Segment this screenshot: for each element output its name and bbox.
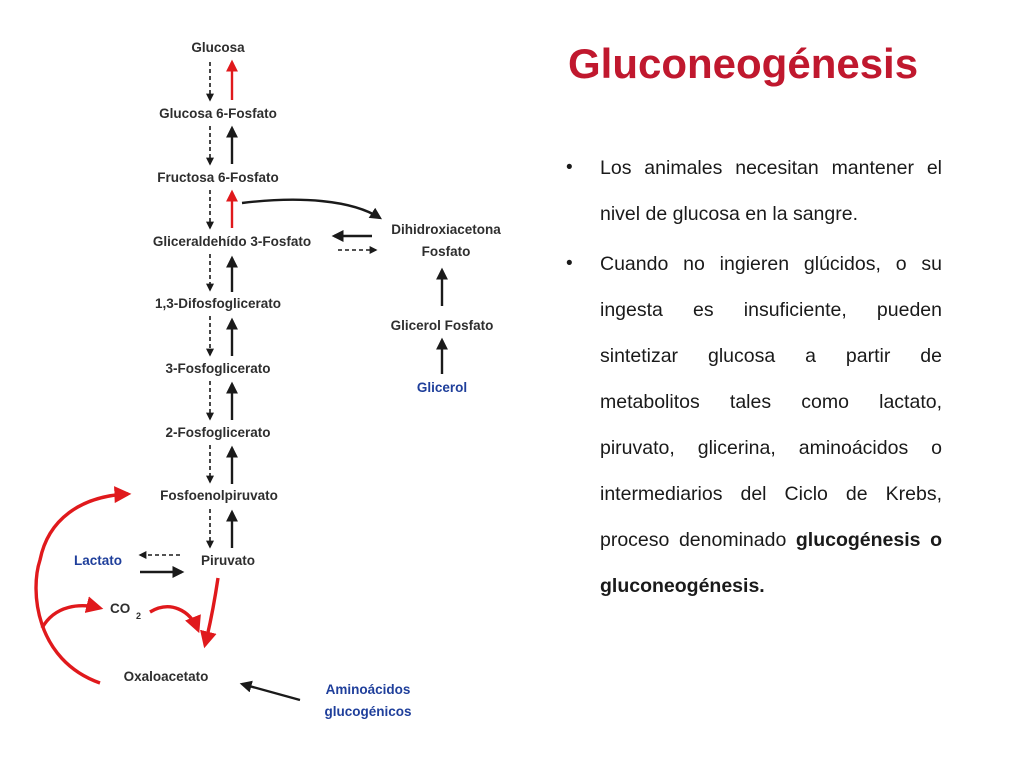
bullet-item: Cuando no ingieren glúcidos, o su ingest… bbox=[566, 241, 942, 609]
bullet-text-2: Cuando no ingieren glúcidos, o su ingest… bbox=[600, 253, 942, 551]
bullet-text-1: Los animales necesitan mantener el nivel… bbox=[600, 157, 942, 225]
node-2-fosfoglicerato: 2-Fosfoglicerato bbox=[165, 425, 270, 440]
reversible-up-arrows bbox=[226, 125, 448, 548]
node-co2-subscript: 2 bbox=[136, 611, 141, 621]
node-glucosa: Glucosa bbox=[191, 40, 245, 55]
arrow-piruvato-to-oxaloacetato bbox=[200, 577, 220, 649]
bullet-list: Los animales necesitan mantener el nivel… bbox=[566, 145, 942, 613]
node-dihidroxiacetona: Dihidroxiacetona bbox=[391, 222, 501, 237]
node-glucosa-6-fosfato: Glucosa 6-Fosfato bbox=[159, 106, 277, 121]
node-dihidroxiacetona-fosfato: Fosfato bbox=[422, 244, 471, 259]
bullet-bold-term: glucogénesis o gluconeogénesis. bbox=[600, 529, 943, 597]
arrow-co2-to-oxaloacetato bbox=[149, 605, 201, 634]
node-aminoacidos: Aminoácidos bbox=[326, 682, 411, 697]
node-fructosa-6-fosfato: Fructosa 6-Fosfato bbox=[157, 170, 279, 185]
node-piruvato: Piruvato bbox=[201, 553, 255, 568]
bullet-item: Los animales necesitan mantener el nivel… bbox=[566, 145, 942, 237]
node-glicerol: Glicerol bbox=[417, 380, 467, 395]
arrow-oxaloacetato-to-fosfoenolpiruvato bbox=[34, 486, 132, 685]
arrow-aminoacidos-to-oxaloacetato bbox=[239, 680, 301, 702]
node-3-fosfoglicerato: 3-Fosfoglicerato bbox=[165, 361, 270, 376]
arrow-co2-loop bbox=[40, 596, 104, 629]
node-aminoacidos-glucogenicos: glucogénicos bbox=[324, 704, 411, 719]
carboxylation-arrows bbox=[34, 486, 220, 685]
node-fosfoenolpiruvato: Fosfoenolpiruvato bbox=[160, 488, 278, 503]
node-oxaloacetato: Oxaloacetato bbox=[124, 669, 209, 684]
slide-title: Gluconeogénesis bbox=[568, 40, 919, 87]
node-co2: CO bbox=[110, 601, 130, 616]
node-gliceraldehido-3-fosfato: Gliceraldehído 3-Fosfato bbox=[153, 234, 311, 249]
arrow-to-dihidroxiacetona bbox=[241, 198, 383, 220]
node-glicerol-fosfato: Glicerol Fosfato bbox=[391, 318, 494, 333]
node-1-3-difosfoglicerato: 1,3-Difosfoglicerato bbox=[155, 296, 281, 311]
node-lactato: Lactato bbox=[74, 553, 122, 568]
